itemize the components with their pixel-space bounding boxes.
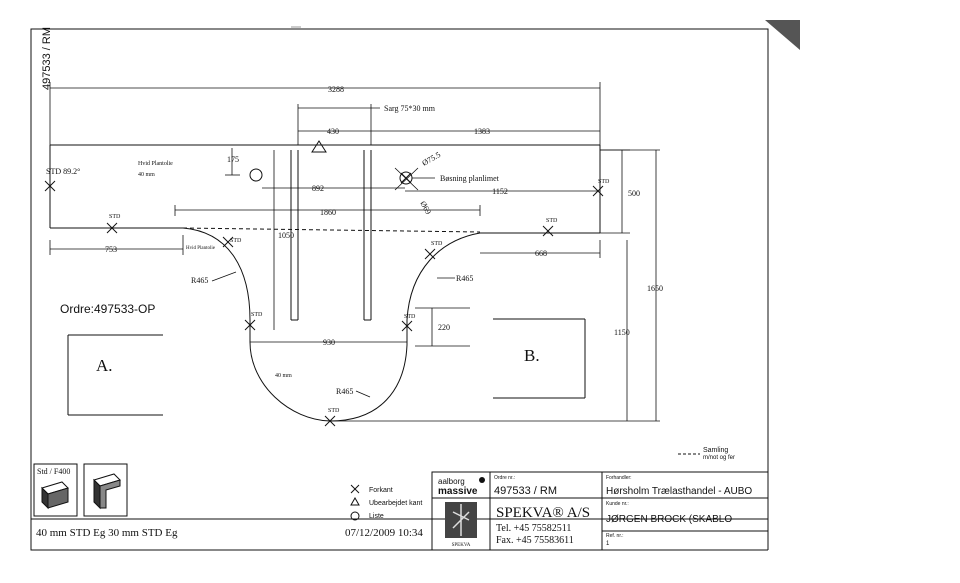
legend-label-ubearbejdet: Ubearbejdet kant (369, 500, 422, 507)
brand-bottom: massive (438, 486, 478, 497)
sarg-label: Sarg 75*30 mm (384, 104, 436, 113)
dim-1152: 1152 (492, 187, 508, 196)
logo-caption: SPEKVA (452, 543, 471, 548)
legend-cross-icon (350, 484, 360, 494)
sarg-rails (290, 150, 372, 321)
dimension-lines (49, 82, 660, 422)
std-profile-box (33, 463, 78, 517)
edge-text: 40 mm STD Eg 30 mm STD Eg (36, 527, 178, 539)
dim-1860: 1860 (320, 208, 336, 217)
scan-corner-mark (765, 20, 800, 50)
order-label: Ordre:497533-OP (60, 302, 155, 316)
company-tel: Tel. +45 75582511 (496, 523, 571, 534)
legend-circle-icon (350, 511, 360, 521)
area-a-label: A. (96, 356, 113, 375)
dim-430: 430 (327, 127, 339, 136)
liste-circle-icon (249, 168, 263, 182)
brand-leaf-icon (479, 477, 485, 483)
radius-label-left: R465 (191, 276, 208, 285)
dim-1650: 1650 (647, 284, 663, 293)
std-label-2: STD (230, 238, 242, 244)
worktop-outline (49, 144, 601, 422)
std-label-5: STD (404, 314, 416, 320)
samling-label: Samling (703, 447, 728, 454)
thickness-inner: 40 mm (275, 373, 292, 379)
std-box-label: Std / F400 (37, 467, 70, 476)
order-caption: Ordre nr.: (494, 475, 515, 481)
cross-markers (44, 180, 604, 427)
hole-circle-icon (399, 171, 413, 185)
brand-top: aalborg (438, 477, 465, 486)
ref-caption: Ref. nr.: (606, 533, 624, 539)
legend-label-forkant: Forkant (369, 487, 393, 494)
title-block-edge-mask (768, 472, 808, 552)
dealer-caption: Forhandler: (606, 475, 632, 481)
legend: Forkant Ubearbejdet kant Liste (350, 484, 422, 521)
std-label-3: STD (251, 312, 263, 318)
dim-500: 500 (628, 189, 640, 198)
std-label-1: STD (109, 214, 121, 220)
company-fax: Fax. +45 75583611 (496, 535, 574, 546)
legend-triangle-icon (350, 496, 360, 506)
customer-value: JØRGEN BROCK (SKABLO (606, 514, 732, 525)
side-order-label: 497533 / RM (41, 27, 53, 90)
area-b-label: B. (524, 346, 540, 365)
sheet-border (30, 28, 769, 551)
print-datetime: 07/12/2009 10:34 (345, 527, 423, 539)
dim-753: 753 (105, 245, 117, 254)
std-angle-label: STD 89.2° (46, 167, 80, 176)
material-name: Hvid Plantolie (138, 161, 173, 167)
std-label-8: STD (598, 179, 610, 185)
sarg-profile-icon (93, 473, 121, 510)
dim-892: 892 (312, 184, 324, 193)
area-bracket-b (493, 318, 586, 399)
dealer-value: Hørsholm Trælasthandel - AUBO (606, 486, 752, 497)
dim-220: 220 (438, 323, 450, 332)
std-label-6: STD (431, 241, 443, 247)
hole-offset: Ø69 (418, 200, 433, 216)
material-name-2: Hvid Plantolie (186, 246, 216, 251)
edge-profile-icon (41, 481, 69, 510)
hole-diameter: Ø75.5 (421, 150, 443, 168)
company-name: SPEKVA® A/S (496, 505, 590, 521)
unprocessed-edge-triangle-icon (311, 140, 327, 153)
dim-175: 175 (227, 155, 239, 164)
spekva-logo-icon (445, 502, 477, 538)
bosning-label: Bøsning planlimet (440, 174, 500, 183)
legend-label-liste: Liste (369, 513, 384, 520)
sarg-profile-box (83, 463, 128, 517)
ref-value: 1 (606, 541, 610, 547)
order-value: 497533 / RM (494, 485, 557, 497)
samling-sub: m/not og fer (703, 455, 735, 461)
dim-1150: 1150 (614, 328, 630, 337)
dim-1050: 1050 (278, 231, 294, 240)
dim-668: 668 (535, 249, 547, 258)
dim-930: 930 (323, 338, 335, 347)
dim-width-total: 3288 (328, 85, 344, 94)
material-thickness: 40 mm (138, 172, 155, 178)
dim-1383: 1383 (474, 127, 490, 136)
std-label-4: STD (328, 408, 340, 414)
customer-caption: Kunde nr.: (606, 501, 629, 507)
area-bracket-a (67, 334, 163, 416)
title-block (431, 471, 769, 551)
radius-label-bottom: R465 (336, 387, 353, 396)
std-label-7: STD (546, 218, 558, 224)
radius-label-right: R465 (456, 274, 473, 283)
